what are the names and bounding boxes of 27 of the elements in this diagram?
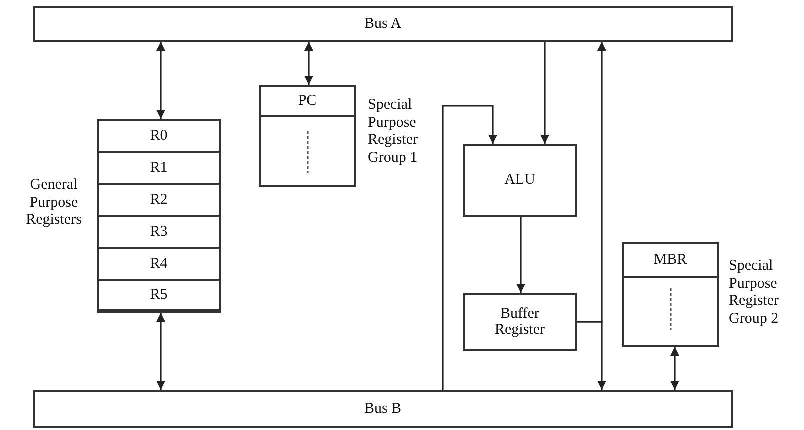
node-label: ALU xyxy=(504,172,536,189)
arrow xyxy=(670,347,680,390)
arrow xyxy=(540,42,550,144)
arrow xyxy=(156,313,166,390)
node-label: Bus A xyxy=(363,16,403,32)
group-caption: Special Purpose Register Group 1 xyxy=(368,97,419,168)
arrow xyxy=(156,42,166,119)
node-label: R4 xyxy=(149,256,169,272)
process-box xyxy=(463,144,577,217)
node-label: PC xyxy=(297,92,318,110)
group-caption: General Purpose Registers xyxy=(25,177,83,230)
arrow xyxy=(304,42,314,85)
arrow xyxy=(516,217,526,293)
bus-bar xyxy=(33,6,733,42)
node-label: R3 xyxy=(149,224,169,240)
node-label: R5 xyxy=(149,286,169,304)
arrow xyxy=(577,321,606,390)
arrow xyxy=(442,105,498,390)
node-label: R0 xyxy=(149,128,169,144)
node-label: MBR xyxy=(652,252,688,268)
process-box xyxy=(463,293,577,351)
node-label: Buffer Register xyxy=(494,306,546,338)
node-label: R1 xyxy=(149,160,169,176)
node-label: Bus B xyxy=(363,400,403,418)
node-label: R2 xyxy=(149,192,169,208)
bus-bar xyxy=(33,390,733,428)
group-caption: Special Purpose Register Group 2 xyxy=(729,258,780,329)
